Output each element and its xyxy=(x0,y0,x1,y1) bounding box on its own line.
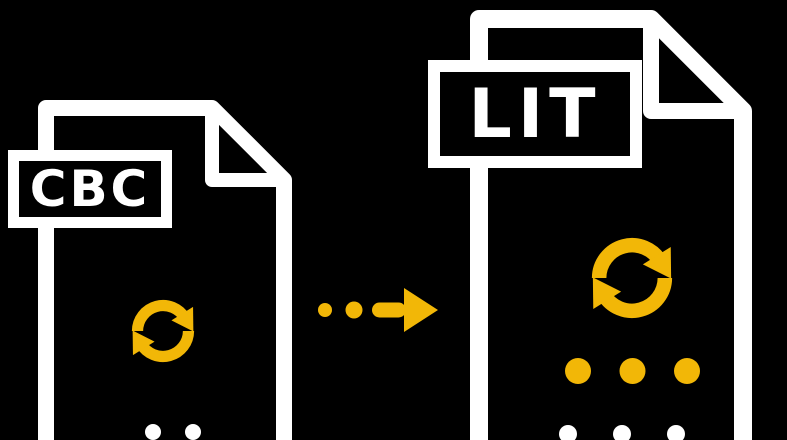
target-format-badge: LIT xyxy=(428,60,642,168)
arrow-shaft xyxy=(372,302,406,318)
sync-arrow-top xyxy=(591,237,672,279)
ellipsis-dots-icon xyxy=(565,358,700,384)
folded-corner-icon xyxy=(643,11,751,119)
page-bottom-dots xyxy=(559,425,685,440)
arrow-head xyxy=(404,288,438,332)
target-format-label: LIT xyxy=(468,74,602,154)
sync-icon xyxy=(591,237,673,319)
arrow-trail-dot xyxy=(318,303,332,317)
conversion-arrow-icon xyxy=(318,288,438,332)
sync-arrow-top xyxy=(131,299,194,332)
sync-icon xyxy=(131,299,195,363)
sync-arrow-bottom xyxy=(132,330,195,363)
arrow-trail-dot xyxy=(345,301,363,319)
source-format-badge: CBC xyxy=(8,150,172,228)
sync-arrow-bottom xyxy=(592,277,673,319)
folded-corner-icon xyxy=(205,101,291,187)
page-bottom-dots xyxy=(145,424,201,440)
source-format-label: CBC xyxy=(29,160,151,218)
